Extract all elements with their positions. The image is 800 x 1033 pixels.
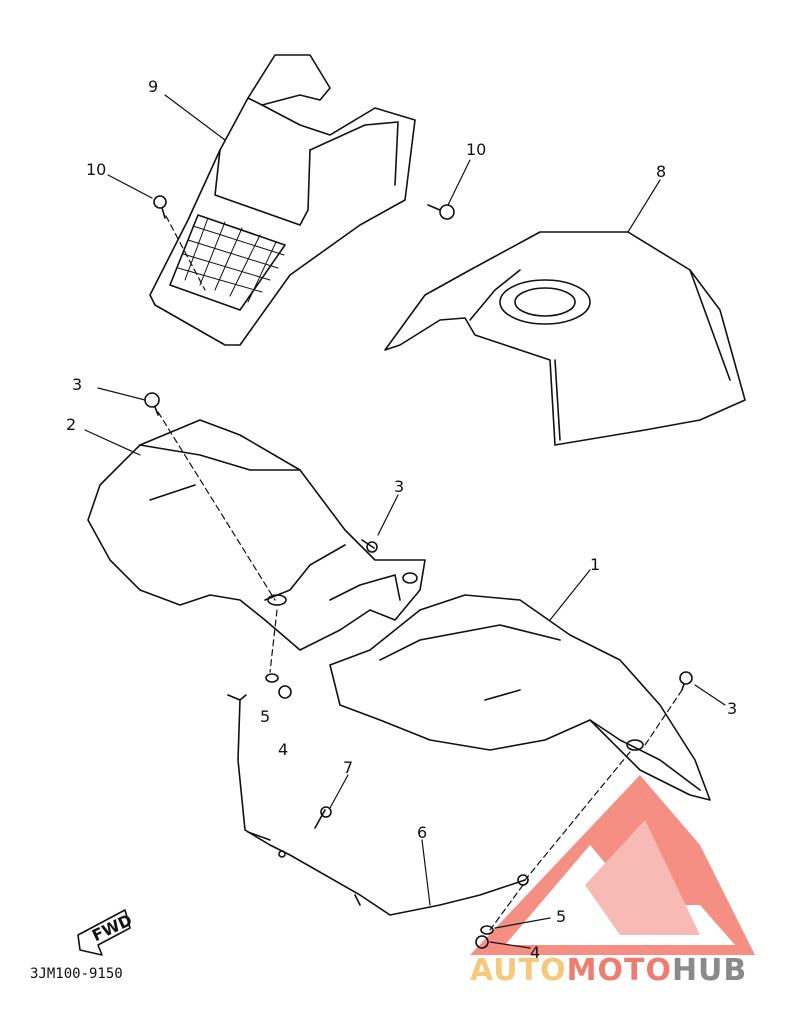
watermark-auto: AUTO [470, 953, 567, 988]
washer-5-left-icon [265, 673, 279, 683]
washer-5-right-icon [480, 925, 494, 935]
nut-4-left-icon [278, 685, 292, 699]
bolt-10-right-icon [427, 204, 455, 220]
bolt-10-left-icon [153, 195, 167, 219]
part-2-front-fender [87, 419, 426, 651]
bolt-3-mid-icon [361, 539, 378, 553]
callout-1: 1 [590, 555, 600, 574]
callout-10-left: 10 [86, 160, 106, 179]
watermark-logo-icon [470, 775, 755, 955]
callout-2: 2 [66, 415, 76, 434]
assembly-lines [157, 215, 683, 931]
part-6-stay-bracket [227, 694, 529, 916]
callout-3-right: 3 [727, 699, 737, 718]
callout-6: 6 [417, 823, 427, 842]
leader-lines [84, 94, 726, 949]
callout-5-left: 5 [260, 707, 270, 726]
fwd-arrow-icon [77, 909, 131, 956]
watermark-text: AUTOMOTOHUB [470, 953, 747, 988]
part-9-front-panel [149, 54, 416, 346]
part-1-rear-fender [329, 594, 711, 801]
callout-9: 9 [148, 77, 158, 96]
bolt-3-right-icon [679, 671, 693, 691]
callout-4-left: 4 [278, 740, 288, 759]
callout-8: 8 [656, 162, 666, 181]
callout-10-right: 10 [466, 140, 486, 159]
part-8-rear-cover [384, 231, 746, 446]
fwd-label: FWD [89, 910, 135, 945]
bolt-3-top-icon [144, 392, 160, 416]
callout-labels: 9 10 10 8 3 2 3 1 3 5 4 7 6 5 4 [66, 77, 737, 962]
nut-4-right-icon [475, 935, 489, 949]
bolt-7-icon [314, 806, 332, 829]
callout-3-mid: 3 [394, 477, 404, 496]
watermark-hub: HUB [672, 953, 747, 988]
callout-5-right: 5 [556, 907, 566, 926]
callout-4-right: 4 [530, 943, 540, 962]
part-code: 3JM100-9150 [30, 966, 123, 982]
watermark-moto: MOTO [567, 953, 672, 988]
callout-3-top: 3 [72, 375, 82, 394]
callout-7: 7 [343, 758, 353, 777]
